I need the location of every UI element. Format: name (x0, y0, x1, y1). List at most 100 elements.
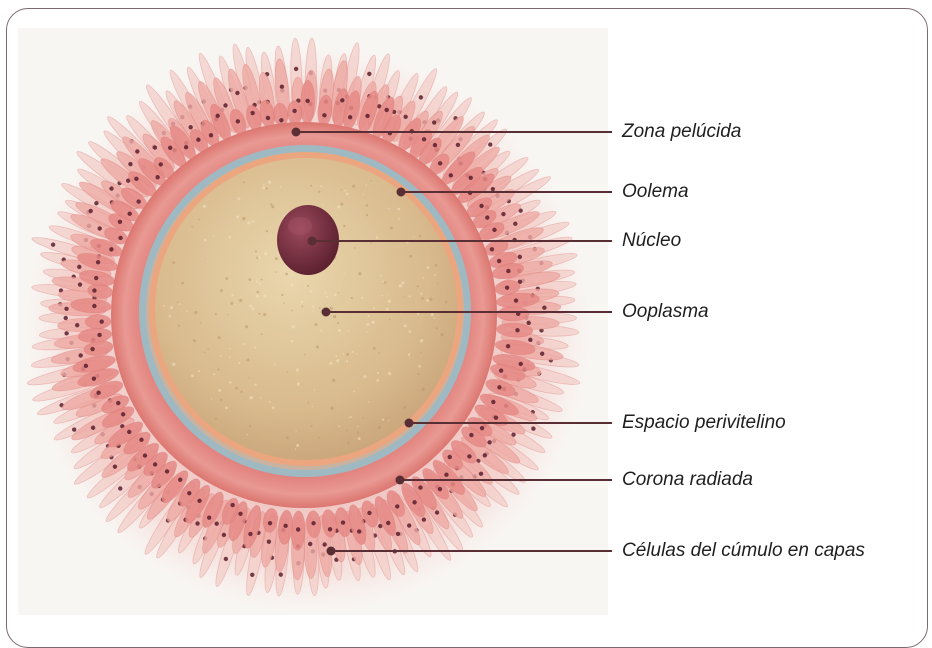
ooplasm-speck (372, 321, 375, 324)
ooplasm-speck (170, 306, 173, 309)
ooplasm-speck (203, 205, 206, 208)
ooplasm-speck (191, 374, 194, 377)
ooplasm-speck (178, 325, 180, 327)
ooplasm-speck (362, 194, 363, 195)
ooplasm-speck (291, 340, 294, 343)
ooplasm-speck (368, 315, 370, 317)
ooplasm-speck (330, 307, 333, 310)
ooplasm-speck (311, 305, 313, 307)
leader-dot-ooplasma (323, 309, 330, 316)
ooplasm-speck (236, 215, 239, 218)
leader-dot-zona (293, 129, 300, 136)
ooplasm-speck (193, 339, 196, 342)
ooplasm-speck (254, 383, 256, 385)
ooplasm-speck (230, 302, 233, 305)
ooplasm-speck (204, 352, 205, 353)
label-espacio-perivitelino: Espacio perivitelino (622, 412, 786, 434)
ooplasm-speck (274, 363, 275, 364)
label-celulas-cumulo: Células del cúmulo en capas (622, 540, 865, 562)
ooplasm-speck (218, 389, 221, 392)
ooplasm-speck (307, 402, 309, 404)
ooplasm-speck (301, 301, 303, 303)
leader-dot-perivitelino (406, 420, 413, 427)
ooplasm-speck (402, 281, 405, 284)
ooplasm-speck (275, 271, 276, 272)
ooplasm-speck (429, 298, 432, 301)
ooplasm-speck (307, 285, 309, 287)
ooplasm-speck (220, 355, 222, 357)
ooplasm-speck (310, 185, 312, 187)
ooplasm-speck (366, 204, 369, 207)
ooplasm-speck (427, 266, 430, 269)
ooplasm-speck (357, 431, 359, 433)
ooplasm-speck (270, 227, 272, 229)
ooplasm-speck (334, 293, 337, 296)
ooplasm-speck (179, 303, 181, 305)
ooplasm-speck (347, 442, 350, 445)
nucleus-highlight (288, 217, 312, 235)
ooplasm-speck (213, 235, 214, 236)
ooplasm-speck (261, 279, 263, 281)
ooplasm-speck (266, 230, 268, 232)
ooplasm-speck (259, 283, 261, 285)
ooplasm-speck (245, 325, 248, 328)
ooplasm-speck (409, 330, 412, 333)
ooplasm-speck (235, 387, 238, 390)
ooplasm-speck (356, 353, 357, 354)
ooplasm-speck (382, 419, 384, 421)
ooplasm-speck (388, 300, 391, 303)
ooplasm-speck (263, 313, 266, 316)
ooplasm-speck (373, 307, 375, 309)
ooplasm-speck (163, 305, 165, 307)
ooplasm-speck (323, 204, 325, 206)
ooplasm-speck (343, 225, 345, 227)
ooplasm-speck (434, 317, 436, 319)
ooplasm-speck (351, 297, 353, 299)
ooplasm-speck (281, 294, 283, 296)
ooplasm-speck (315, 323, 318, 326)
ooplasm-speck (358, 272, 361, 275)
ooplasm-speck (265, 187, 267, 189)
ooplasm-speck (417, 373, 419, 375)
ooplasm-speck (389, 319, 391, 321)
ooplasm-speck (257, 291, 260, 294)
ooplasm-speck (268, 180, 271, 183)
ooplasm-speck (248, 377, 249, 378)
ooplasm-speck (242, 217, 245, 220)
ooplasm-speck (434, 274, 435, 275)
label-ooplasma: Ooplasma (622, 301, 709, 323)
ooplasm-speck (361, 297, 363, 299)
ooplasm-speck (353, 391, 355, 393)
ooplasm-speck (260, 397, 261, 398)
leader-dot-oolema (398, 189, 405, 196)
ooplasm-speck (312, 406, 313, 407)
ooplasm-speck (340, 203, 343, 206)
ooplasm-speck (215, 418, 217, 420)
ooplasm-speck (358, 437, 361, 440)
ooplasm-speck (336, 359, 339, 362)
ooplasm-speck (338, 426, 340, 428)
ooplasm-speck (338, 292, 339, 293)
ooplasm-speck (255, 250, 257, 252)
ooplasm-speck (403, 297, 404, 298)
ooplasm-speck (319, 307, 321, 309)
ooplasm-speck (280, 186, 282, 188)
ooplasm-speck (377, 372, 379, 374)
ooplasm-speck (371, 242, 372, 243)
ooplasm-speck (397, 208, 400, 211)
ooplasm-speck (228, 236, 231, 239)
ooplasm-speck (295, 430, 296, 431)
ooplasm-speck (363, 417, 364, 418)
ooplasm-speck (261, 333, 263, 335)
ooplasm-speck (249, 305, 252, 308)
ooplasm-speck (218, 336, 221, 339)
ooplasm-speck (269, 401, 271, 403)
ooplasm-speck (311, 425, 313, 427)
ooplasm-speck (337, 322, 339, 324)
ooplasm-speck (410, 354, 412, 356)
ooplasm-speck (346, 193, 349, 196)
ooplasm-speck (421, 297, 424, 300)
ooplasm-speck (335, 355, 337, 357)
ooplasm-speck (251, 307, 254, 310)
ooplasm-speck (257, 256, 260, 259)
